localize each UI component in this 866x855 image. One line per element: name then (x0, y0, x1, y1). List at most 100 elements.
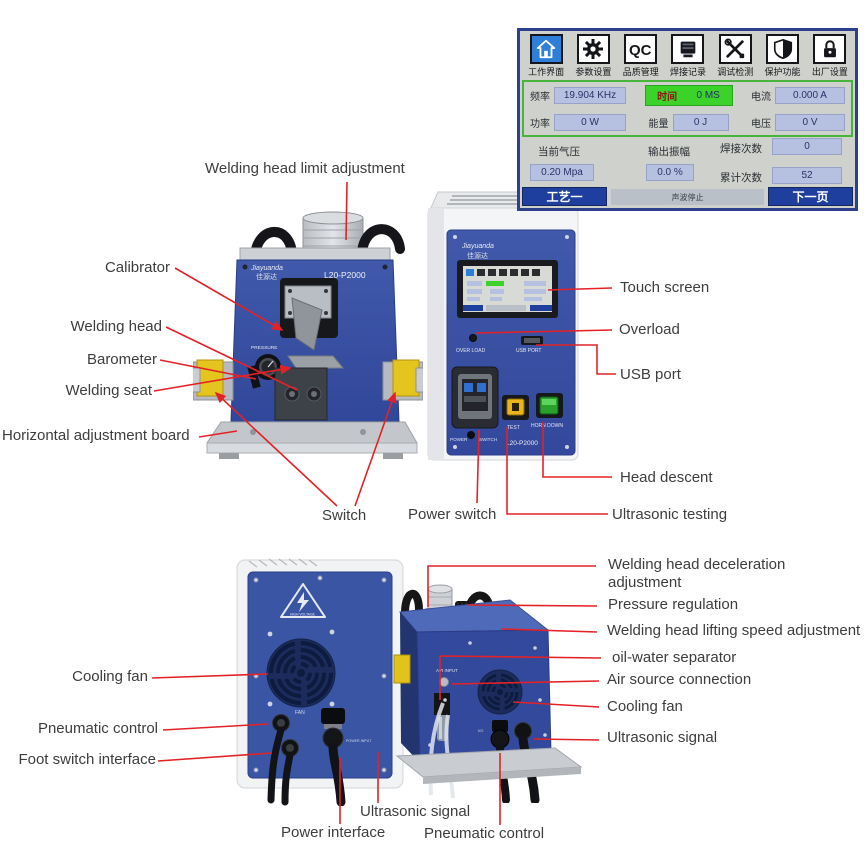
label-welding-head-lifting-speed-adjustment: Welding head lifting speed adjustment (607, 622, 861, 639)
tools-icon (724, 38, 745, 59)
overload-indicator (469, 334, 477, 342)
model-text: L20-P2000 (324, 270, 366, 280)
label-head-descent: Head descent (620, 469, 713, 486)
label-pneumatic-control-left: Pneumatic control (37, 720, 158, 737)
toolbar-item-parameter-settings[interactable]: 参数设置 (571, 34, 615, 78)
voltage-label: 电压 (751, 119, 771, 130)
power-input-text: POWER INPUT (346, 739, 372, 743)
sonic-stop-button[interactable]: 声波停止 (611, 189, 764, 205)
toolbar-item-protection[interactable]: 保护功能 (760, 34, 804, 78)
side-switch-right (392, 359, 420, 397)
mini-touch-screen (457, 260, 558, 318)
foot-switch-connector (281, 739, 299, 806)
label-usb-port: USB port (620, 366, 681, 383)
model-text: L20-P2000 (506, 440, 538, 447)
panel-status-area: 当前气压 0.20 Mpa 输出振幅 0.0 % 焊接次数 0 累计次数 52 (520, 137, 855, 190)
welder-front-view: Jiayuanda 佳源达 L20-P2000 PRESSURE (193, 211, 423, 459)
overload-text: OVER LOAD (456, 348, 486, 354)
panel-toolbar: 工作界面 参数设置 QC 品质管理 (524, 34, 852, 78)
horn-down-text: HORN DOWN (531, 423, 563, 429)
label-barometer: Barometer (86, 351, 157, 368)
weld-count-value: 0 (772, 138, 842, 155)
time-label: 时间 (657, 92, 678, 103)
label-touch-screen: Touch screen (620, 279, 710, 296)
test-text: TEST (507, 425, 520, 431)
label-foot-switch-interface: Foot switch interface (18, 751, 156, 768)
current-label: 电流 (751, 92, 771, 103)
cooling-fan-grille-back (477, 669, 523, 715)
voltage-value: 0 V (775, 114, 845, 131)
label-horizontal-adjustment-board: Horizontal adjustment board (2, 427, 190, 444)
brand-text: Jiayuanda (461, 243, 494, 250)
weld-count-label: 焊接次数 (720, 143, 762, 155)
label-welding-seat: Welding seat (65, 382, 152, 399)
freq-label: 频率 (530, 92, 550, 103)
handle-right (357, 224, 405, 257)
gear-icon (583, 39, 604, 59)
fan-text: FAN (295, 710, 305, 716)
record-icon (680, 41, 696, 58)
brand-cn-text: 佳源达 (256, 272, 277, 281)
label-cooling-fan-right: Cooling fan (607, 698, 683, 715)
air-fitting (439, 677, 449, 687)
current-value: 0.000 A (775, 87, 845, 104)
side-switch-left (196, 359, 224, 397)
label-pneumatic-control-bottom: Pneumatic control (424, 825, 545, 842)
label-power-interface: Power interface (281, 824, 386, 841)
energy-label: 能量 (648, 119, 669, 130)
home-icon (536, 39, 556, 59)
power-switch-text-r: SWITCH (479, 437, 497, 442)
svg-text:QC: QC (629, 42, 652, 59)
label-calibrator: Calibrator (104, 259, 170, 276)
pressure-text: PRESSURE (251, 345, 277, 351)
toolbar-item-factory-settings[interactable]: 出厂设置 (808, 34, 852, 78)
power-label: 功率 (530, 119, 550, 130)
label-pressure-regulation: Pressure regulation (608, 596, 739, 613)
label-ultrasonic-signal-bottom: Ultrasonic signal (360, 803, 471, 820)
power-switch-block: POWER SWITCH (450, 366, 499, 442)
air-input-text: AIR INPUT (436, 668, 458, 673)
toolbar-item-debug-detection[interactable]: 调试检测 (713, 34, 757, 78)
toolbar-item-work-interface[interactable]: 工作界面 (524, 34, 568, 78)
label-welding-head-deceleration-adjustment: Welding head deceleration adjustment (608, 556, 786, 591)
lock-icon (823, 40, 836, 58)
label-switch: Switch (322, 507, 367, 524)
label-cooling-fan-left: Cooling fan (72, 668, 148, 685)
cooling-fan-grille (266, 638, 336, 708)
label-overload: Overload (619, 321, 680, 338)
panel-readouts: 频率 19.904 KHz 时间 0 MS 电流 0.000 A 功率 0 W … (522, 80, 853, 137)
generator-back-view: HIGH VOLTAGE FAN POWER INPUT (236, 558, 404, 806)
freq-value: 19.904 KHz (554, 87, 626, 104)
air-pressure-label: 当前气压 (538, 146, 580, 158)
side-switch-yellow (393, 654, 411, 684)
toolbar-item-quality-management[interactable]: QC 品质管理 (619, 34, 663, 78)
label-welding-head-limit-adjustment: Welding head limit adjustment (205, 160, 405, 177)
high-voltage-text: HIGH VOLTAGE (290, 613, 316, 617)
generator-front-view: Jiayuanda 佳源达 OVER LOAD USB PORT (427, 191, 579, 461)
power-value: 0 W (554, 114, 626, 131)
io-text: I/O (478, 728, 483, 733)
time-value: 0 MS (696, 90, 720, 101)
time-value-cell: 时间 0 MS (644, 85, 733, 106)
label-air-source-connection: Air source connection (607, 671, 752, 688)
amplitude-label: 输出振幅 (648, 146, 690, 158)
amplitude-value: 0.0 % (646, 164, 694, 181)
welder-back-view: AIR INPUT FAN I/O (393, 584, 583, 803)
brand-text: Jiayuanda (250, 265, 283, 272)
usb-text: USB PORT (516, 348, 541, 354)
process-one-button[interactable]: 工艺一 (522, 187, 607, 206)
label-ultrasonic-testing: Ultrasonic testing (612, 506, 728, 523)
next-page-button[interactable]: 下一页 (768, 187, 853, 206)
toolbar-item-welding-records[interactable]: 焊接记录 (666, 34, 710, 78)
power-switch-text-l: POWER (450, 437, 468, 442)
shield-icon (773, 38, 792, 60)
label-power-switch: Power switch (408, 506, 497, 523)
welding-horn (291, 297, 323, 351)
panel-footer: 工艺一 声波停止 下一页 (522, 187, 853, 206)
total-count-value: 52 (772, 167, 842, 184)
pneumatic-connector (267, 714, 290, 804)
touch-screen-panel: 工作界面 参数设置 QC 品质管理 (517, 28, 858, 211)
qc-icon: QC (629, 42, 652, 59)
air-pressure-value: 0.20 Mpa (530, 164, 594, 181)
